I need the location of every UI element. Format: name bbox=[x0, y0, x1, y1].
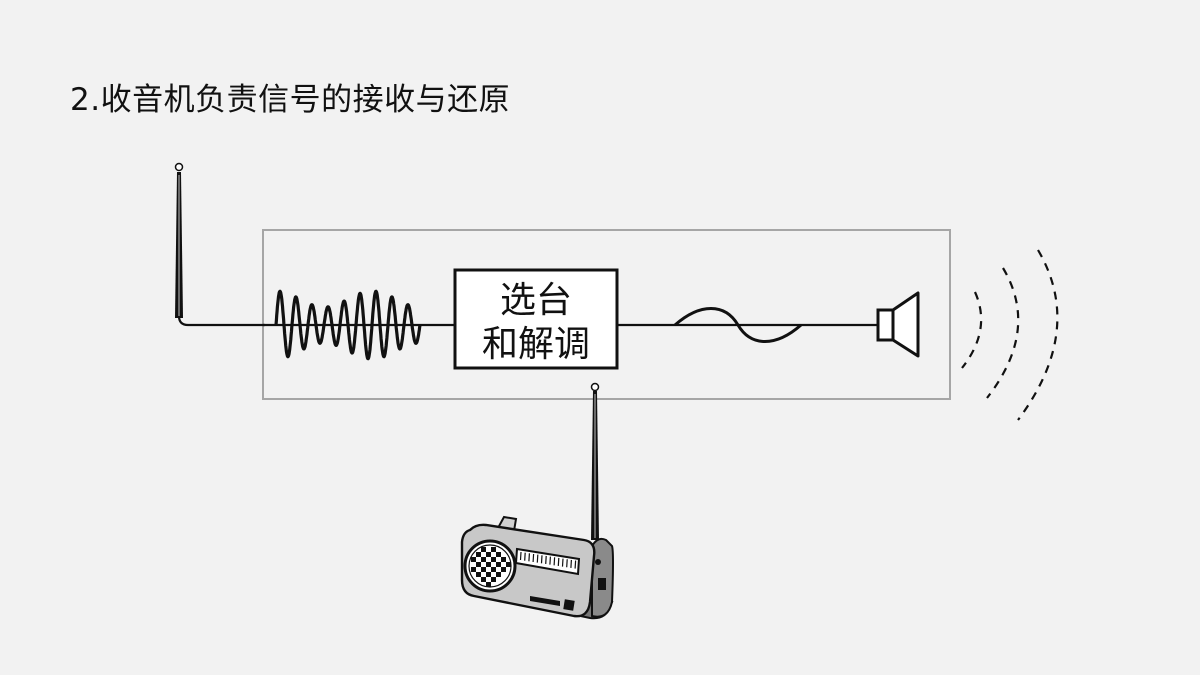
radio-dial-scale bbox=[519, 551, 577, 569]
modulated-wave-icon bbox=[274, 289, 422, 361]
block-label-line2: 和解调 bbox=[482, 324, 590, 365]
sound-waves-icon bbox=[961, 249, 1059, 421]
radio-icon bbox=[460, 515, 614, 620]
antenna-icon bbox=[174, 162, 265, 327]
block-label-line1: 选台 bbox=[500, 280, 572, 321]
audio-wave-icon bbox=[674, 307, 802, 343]
tuning-demod-block bbox=[453, 268, 619, 370]
system-frame bbox=[262, 229, 951, 400]
speaker-icon bbox=[876, 291, 920, 358]
radio-grille bbox=[471, 547, 511, 587]
radio-antenna-icon bbox=[590, 382, 600, 540]
slide-title: 2.收音机负责信号的接收与还原 bbox=[70, 82, 511, 118]
